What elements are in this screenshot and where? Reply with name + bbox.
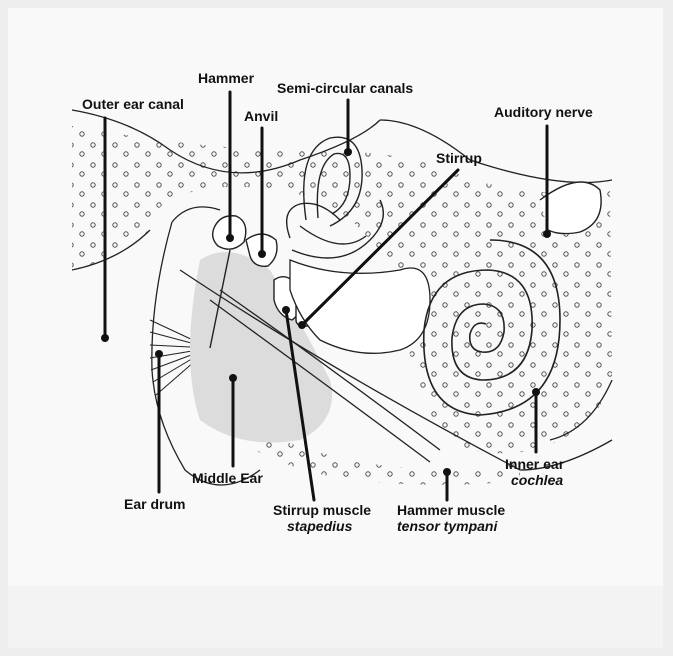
label-anvil: Anvil (244, 108, 278, 124)
label-stirrup-muscle: Stirrup muscle stapedius (273, 502, 371, 534)
label-auditory-nerve: Auditory nerve (494, 104, 593, 120)
label-hammer-muscle-latin: tensor tympani (397, 518, 505, 534)
label-middle-ear: Middle Ear (192, 470, 263, 486)
label-hammer-muscle-name: Hammer muscle (397, 502, 505, 518)
label-inner-ear: Inner ear cochlea (505, 456, 564, 488)
vestibule (290, 260, 430, 353)
label-ear-drum: Ear drum (124, 496, 185, 512)
label-outer-ear-canal: Outer ear canal (82, 96, 184, 112)
label-stirrup: Stirrup (436, 150, 482, 166)
label-inner-ear-latin: cochlea (505, 472, 564, 488)
label-stirrup-muscle-latin: stapedius (273, 518, 371, 534)
label-hammer: Hammer (198, 70, 254, 86)
label-stirrup-muscle-name: Stirrup muscle (273, 502, 371, 518)
label-semicircular-canals: Semi-circular canals (277, 80, 413, 96)
label-hammer-muscle: Hammer muscle tensor tympani (397, 502, 505, 534)
label-inner-ear-name: Inner ear (505, 456, 564, 472)
